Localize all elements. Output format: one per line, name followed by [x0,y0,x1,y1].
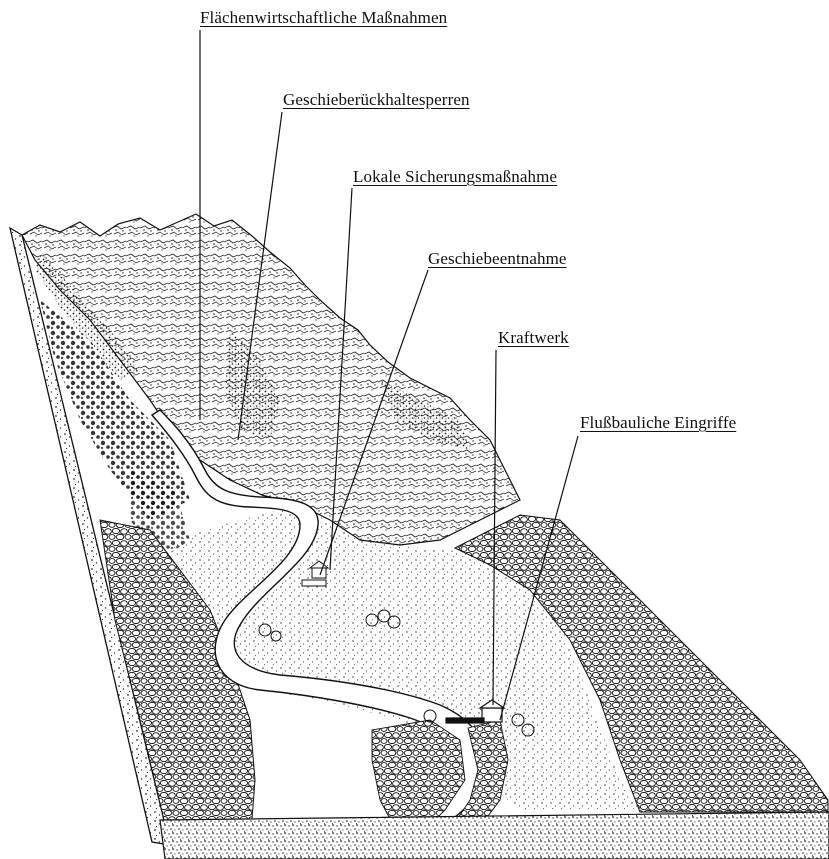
label-lokale-sicherungsmassnahme: Lokale Sicherungsmaßnahme [353,167,557,187]
label-flaechenwirtschaftliche-massnahmen: Flächenwirtschaftliche Maßnahmen [200,8,447,28]
label-geschieberueckhaltesperren: Geschieberückhaltesperren [283,90,470,110]
ground-slab [160,812,829,859]
label-geschiebeentnahme: Geschiebeentnahme [428,249,567,269]
label-flussbauliche-eingriffe: Flußbauliche Eingriffe [580,413,736,433]
label-kraftwerk: Kraftwerk [498,328,569,348]
